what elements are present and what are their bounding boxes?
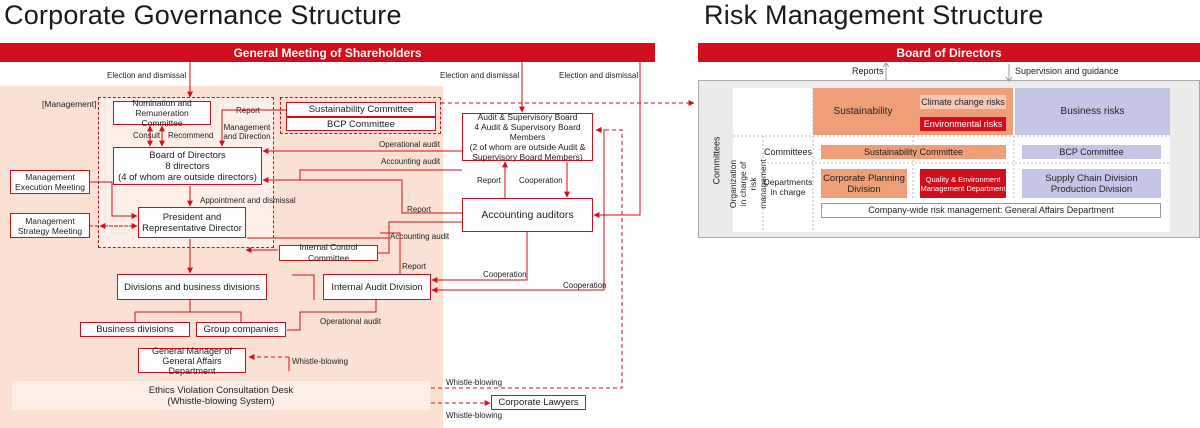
sustainability-header-text: Sustainability [833,106,893,117]
audit-board-line-4: Supervisory Board Members) [472,152,583,162]
board-line-1: Board of Directors [149,149,226,161]
board-line-3: (4 of whom are outside directors) [118,171,257,183]
quality-line-1: Quality & Environment [925,174,1001,184]
management-execution-box: Management Execution Meeting [10,170,90,194]
supply-line-1: Supply Chain Division [1045,172,1138,184]
corporate-planning-cell: Corporate Planning Division [821,169,907,198]
president-box: President and Representative Director [138,207,246,238]
nomination-committee-box: Nomination and Remuneration Committee [113,98,211,128]
bcp-committee-cell: BCP Committee [1022,145,1161,159]
cooperation-label-a: Cooperation [483,270,527,279]
internal-control-box: Internal Control Committee [279,242,378,263]
corporate-planning-line-1: Corporate Planning [823,172,905,184]
report-label-low: Report [402,262,427,271]
supervision-label: Supervision and guidance [1015,66,1119,76]
cooperation-label-top: Cooperation [519,176,563,185]
internal-audit-box: Internal Audit Division [323,274,431,300]
election-label-1: Election and dismissal [107,71,187,80]
board-of-directors-box: Board of Directors 8 directors (4 of who… [113,147,262,185]
departments-label: Departments in charge [763,167,813,207]
corporate-lawyers-box: Corporate Lawyers [491,395,586,410]
audit-board-line-3: (2 of whom are outside Audit & [469,142,586,152]
report-label-aa: Report [477,176,502,185]
bcp-committee-box: BCP Committee [286,117,436,131]
election-label-2: Election and dismissal [440,71,520,80]
reports-label: Reports [852,66,884,76]
operational-audit-label-2: Operational audit [320,317,381,326]
internal-control-text: Internal Control Committee [299,242,358,263]
supply-line-2: Production Division [1050,183,1133,195]
president-text: President and Representative Director [142,211,242,234]
appointment-label: Appointment and dismissal [200,196,296,205]
quality-line-2: Management Department [920,183,1006,193]
sustainability-committee-box: Sustainability Committee [286,102,436,117]
sustainability-committee-text: Sustainability Committee [308,104,414,115]
committees-dashed-area [280,97,441,134]
audit-board-box: Audit & Supervisory Board 4 Audit & Supe… [462,112,593,162]
general-manager-line-1: General Manager of [151,345,233,356]
corporate-planning-line-2: Division [847,183,881,195]
general-meeting-bar: General Meeting of Shareholders [0,43,655,62]
companywide-cell: Company-wide risk management: General Af… [821,203,1161,218]
management-execution-text: Management Execution Meeting [15,172,85,192]
management-strategy-text: Management Strategy Meeting [17,215,83,236]
internal-audit-text: Internal Audit Division [331,281,423,293]
accounting-auditors-box: Accounting auditors [462,198,593,232]
business-risks-cell: Business risks [1015,88,1170,135]
business-divisions-box: Business divisions [80,322,190,337]
group-companies-box: Group companies [196,322,286,337]
business-divisions-text: Business divisions [96,324,174,335]
whistle-label-3: Whistle-blowing [446,411,503,420]
general-manager-box: General Manager of General Affairs Depar… [138,345,246,376]
committees-row-label: Committees [763,146,812,157]
management-strategy-box: Management Strategy Meeting [10,213,90,238]
divisions-text: Divisions and business divisions [124,281,260,293]
ethics-desk-box: Ethics Violation Consultation Desk (Whis… [12,381,430,410]
departments-line-1: Departments [763,177,813,187]
departments-line-2: in charge [770,187,806,197]
audit-board-line-2: 4 Audit & Supervisory Board Members [474,122,581,142]
cooperation-label-b: Cooperation [563,281,607,290]
election-label-3: Election and dismissal [559,71,639,80]
accounting-audit-label-2: Accounting audit [390,232,450,241]
nomination-committee-text: Nomination and Remuneration Committee [132,98,192,128]
management-direction-label: Management and Direction [223,123,271,141]
ethics-line-1: Ethics Violation Consultation Desk [148,384,294,396]
consult-label: Consult [133,131,161,140]
general-manager-line-2: General Affairs Department [162,355,222,376]
risk-title: Risk Management Structure [704,0,1044,30]
ethics-line-2: (Whistle-blowing System) [167,395,275,407]
governance-title: Corporate Governance Structure [4,0,402,30]
recommend-label: Recommend [168,131,214,140]
whistle-label-1: Whistle-blowing [292,357,349,366]
risk-board-bar: Board of Directors [698,43,1200,62]
bcp-committee-text: BCP Committee [327,118,395,130]
whistle-label-2: Whistle-blowing [446,378,503,387]
environmental-risks-cell: Environmental risks [920,117,1006,131]
group-companies-text: Group companies [203,324,279,335]
management-label: [Management] [42,99,97,109]
corporate-lawyers-text: Corporate Lawyers [498,397,579,408]
report-label-mid: Report [407,205,432,214]
audit-board-line-1: Audit & Supervisory Board [477,112,578,122]
climate-risks-cell: Climate change risks [920,95,1006,109]
supply-chain-cell: Supply Chain Division Production Divisio… [1022,169,1161,198]
accounting-audit-label-1: Accounting audit [381,157,441,166]
accounting-auditors-text: Accounting auditors [481,208,574,221]
quality-environment-cell: Quality & Environment Management Departm… [920,169,1006,198]
operational-audit-label-1: Operational audit [379,140,440,149]
divisions-box: Divisions and business divisions [117,274,267,300]
board-line-2: 8 directors [165,160,210,172]
